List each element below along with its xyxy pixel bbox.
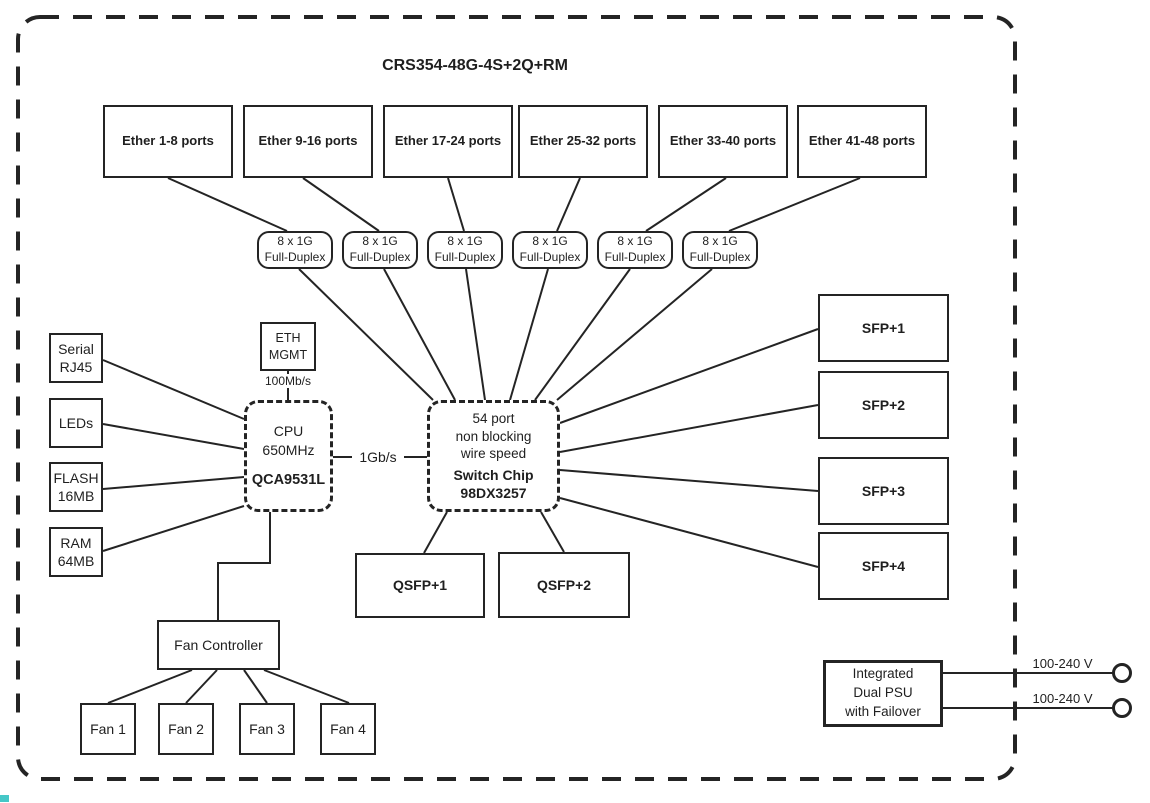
switch-to-sfp-connectors	[559, 328, 819, 568]
diagram-title: CRS354-48G-4S+2Q+RM	[382, 57, 568, 74]
fan-controller-to-fan-connectors	[107, 669, 350, 704]
fan4-box: Fan 4	[320, 703, 376, 755]
lag-box-2: 8 x 1G Full-Duplex	[342, 231, 418, 269]
psu-voltage-label-bottom: 100-240 V	[1025, 691, 1100, 706]
flash-box: FLASH 16MB	[49, 462, 103, 512]
fan2-box: Fan 2	[158, 703, 214, 755]
ether-group-box-1-8: Ether 1-8 ports	[103, 105, 233, 178]
psu-mains-lines	[943, 672, 1113, 709]
fan3-box: Fan 3	[239, 703, 295, 755]
switch-desc: 54 port non blocking wire speed	[455, 410, 532, 462]
psu-voltage-label-top: 100-240 V	[1025, 656, 1100, 671]
fan-controller-box: Fan Controller	[157, 620, 280, 670]
sfp4-box: SFP+4	[818, 532, 949, 600]
lag-box-1: 8 x 1G Full-Duplex	[257, 231, 333, 269]
scan-artifact	[0, 795, 9, 802]
power-inlet-icon	[1112, 698, 1132, 718]
psu-box: Integrated Dual PSU with Failover	[823, 660, 943, 727]
eth-mgmt-speed-label: 100Mb/s	[256, 374, 320, 388]
lag-to-switch-connectors	[298, 268, 713, 401]
leds-box: LEDs	[49, 398, 103, 448]
ether-group-box-17-24: Ether 17-24 ports	[383, 105, 513, 178]
lag-box-4: 8 x 1G Full-Duplex	[512, 231, 588, 269]
chassis-boundary	[16, 15, 1017, 781]
sfp3-box: SFP+3	[818, 457, 949, 525]
ram-box: RAM 64MB	[49, 527, 103, 577]
cpu-chip-model: QCA9531L	[251, 471, 326, 488]
power-inlet-icon	[1112, 663, 1132, 683]
ether-group-box-41-48: Ether 41-48 ports	[797, 105, 927, 178]
lag-box-6: 8 x 1G Full-Duplex	[682, 231, 758, 269]
cpu-switch-speed-label: 1Gb/s	[352, 449, 404, 465]
lag-box-5: 8 x 1G Full-Duplex	[597, 231, 673, 269]
cpu-to-fan-controller-connector	[217, 512, 271, 620]
serial-rj45-box: Serial RJ45	[49, 333, 103, 383]
switch-chip-model: Switch Chip 98DX3257	[453, 466, 534, 501]
cpu-box: CPU 650MHz QCA9531L	[244, 400, 333, 512]
lag-box-3: 8 x 1G Full-Duplex	[427, 231, 503, 269]
cpu-desc: CPU 650MHz	[262, 423, 315, 458]
ether-group-box-25-32: Ether 25-32 ports	[518, 105, 648, 178]
sfp1-box: SFP+1	[818, 294, 949, 362]
sfp2-box: SFP+2	[818, 371, 949, 439]
switch-to-qsfp-connectors	[423, 511, 565, 554]
ether-group-box-33-40: Ether 33-40 ports	[658, 105, 788, 178]
ether-group-box-9-16: Ether 9-16 ports	[243, 105, 373, 178]
ether-to-lag-connectors	[167, 177, 861, 232]
qsfp1-box: QSFP+1	[355, 553, 485, 618]
qsfp2-box: QSFP+2	[498, 552, 630, 618]
switch-chip-box: 54 port non blocking wire speed Switch C…	[427, 400, 560, 512]
eth-mgmt-box: ETH MGMT	[260, 322, 316, 371]
fan1-box: Fan 1	[80, 703, 136, 755]
